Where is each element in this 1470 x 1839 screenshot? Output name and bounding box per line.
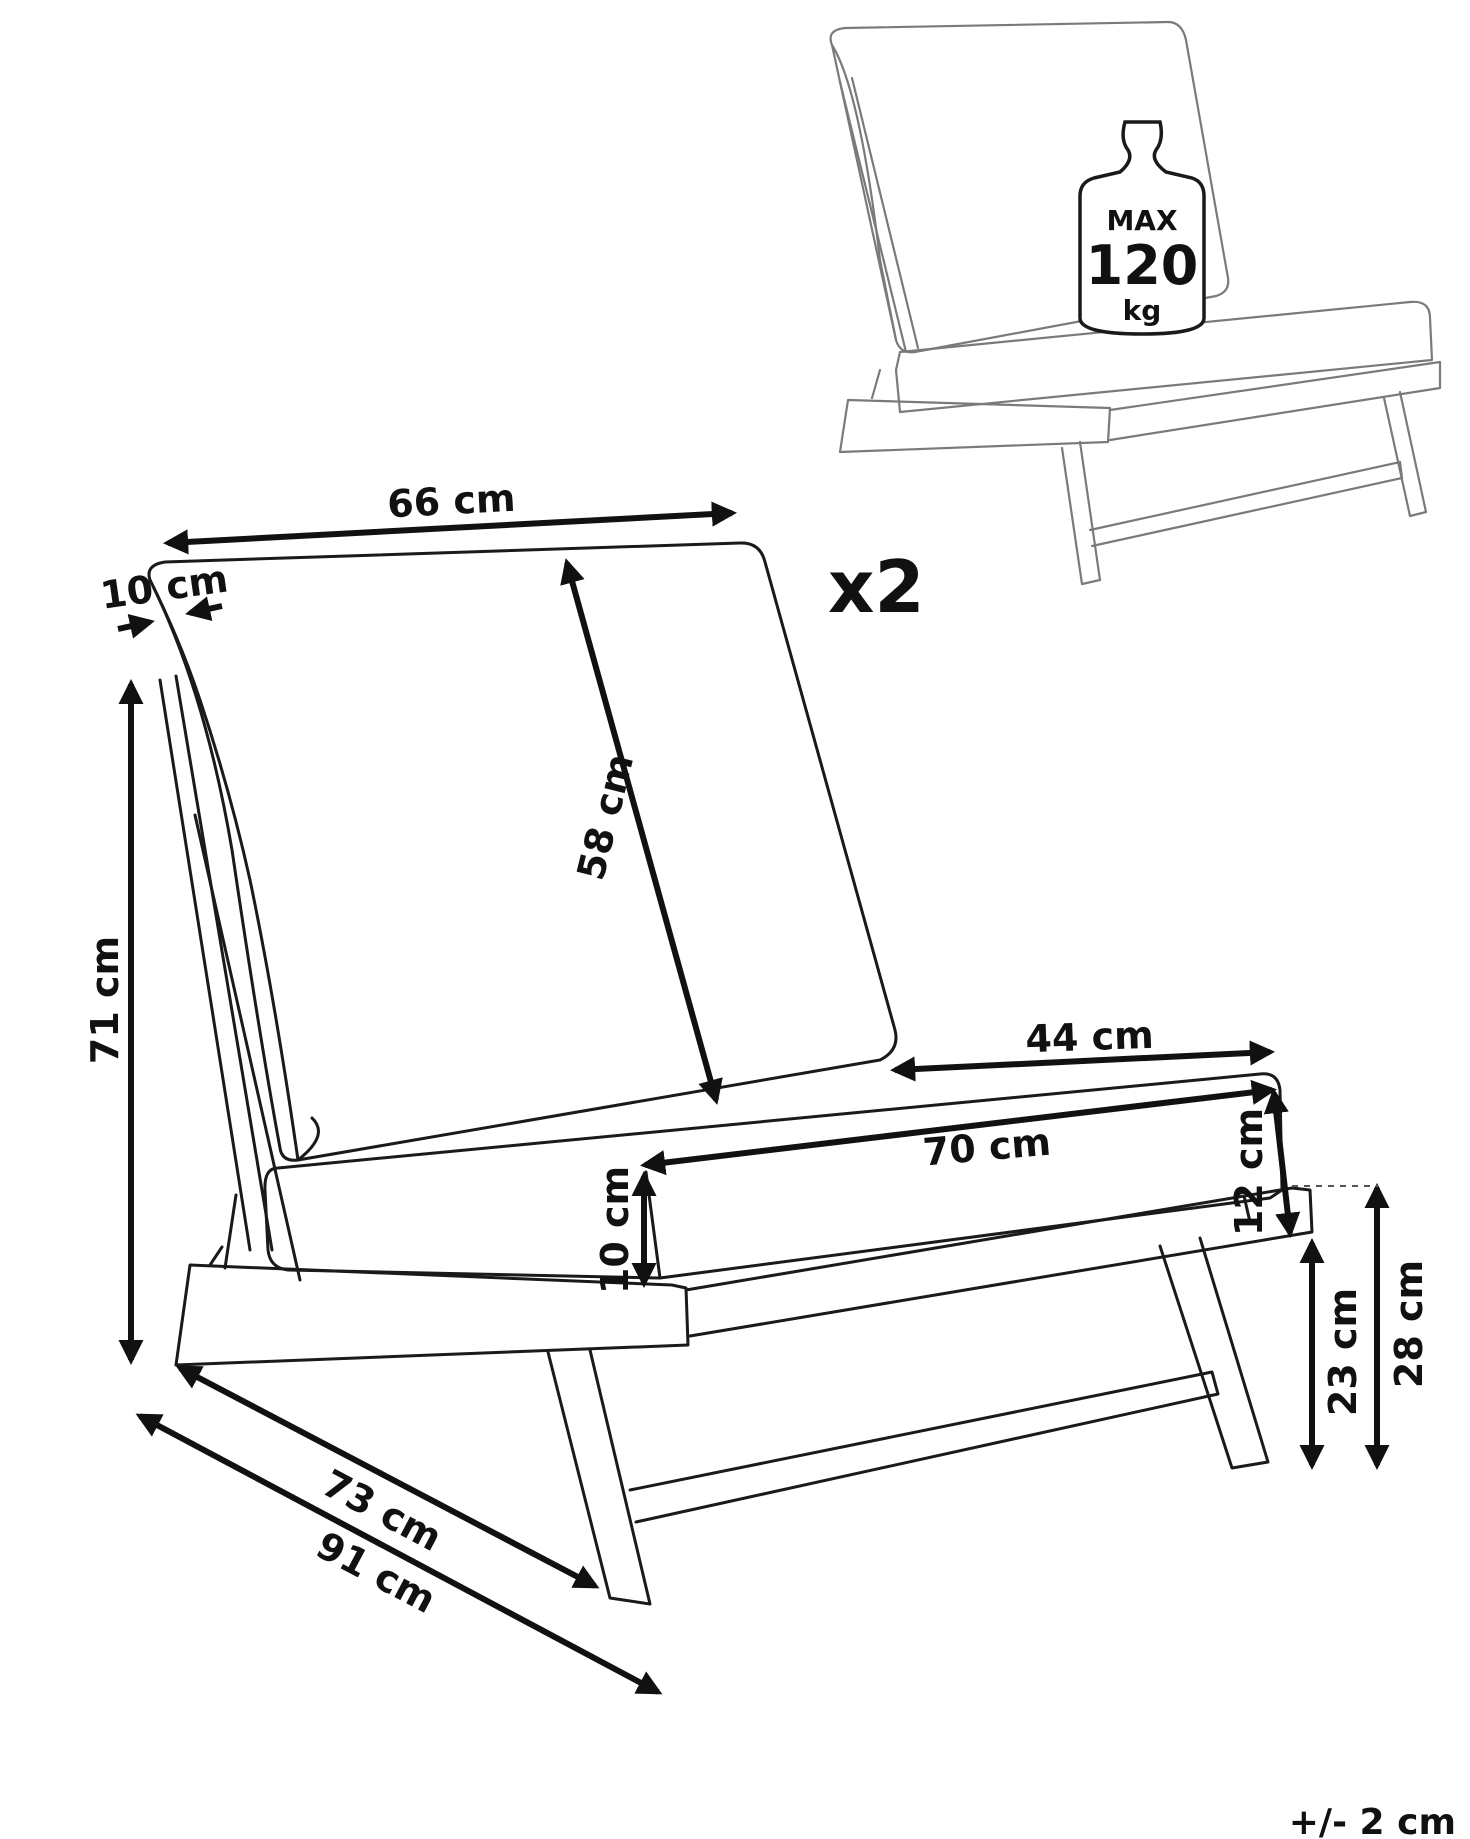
backrest-thickness-arrow-right — [185, 596, 223, 622]
seat-cushion-thickness-label: 10 cm — [593, 1166, 637, 1294]
quantity-label: x2 — [828, 545, 925, 629]
seat-height-cushion-label: 28 cm — [1387, 1260, 1431, 1388]
total-height-label: 71 cm — [83, 936, 127, 1064]
backrest-height-label: 58 cm — [569, 749, 643, 884]
max-load-badge: MAX 120 kg — [1078, 120, 1206, 336]
backrest-width-arrow — [162, 501, 738, 555]
reference-chair-drawing — [829, 20, 1442, 586]
front-cushion-thickness-arrow — [1263, 1087, 1301, 1239]
dimension-labels: 66 cm 10 cm 58 cm 71 cm 44 cm 70 cm 10 c… — [83, 476, 1431, 1622]
front-cushion-thickness-label: 12 cm — [1227, 1108, 1271, 1236]
max-weight-unit: kg — [1123, 294, 1162, 327]
seat-width-arrow — [639, 1079, 1278, 1176]
seat-depth-label: 44 cm — [1025, 1013, 1155, 1061]
max-label: MAX — [1106, 204, 1178, 237]
seat-depth-arrow — [889, 1040, 1276, 1082]
dimension-lines — [117, 501, 1390, 1695]
total-depth-arrow — [135, 1413, 663, 1695]
backrest-height-arrow — [560, 558, 723, 1105]
seat-height-frame-label: 23 cm — [1321, 1288, 1365, 1416]
tolerance-note: +/- 2 cm — [1289, 1802, 1456, 1839]
backrest-thickness-arrow-left — [117, 613, 155, 639]
max-weight-value: 120 — [1086, 234, 1199, 297]
backrest-width-label: 66 cm — [386, 476, 516, 527]
